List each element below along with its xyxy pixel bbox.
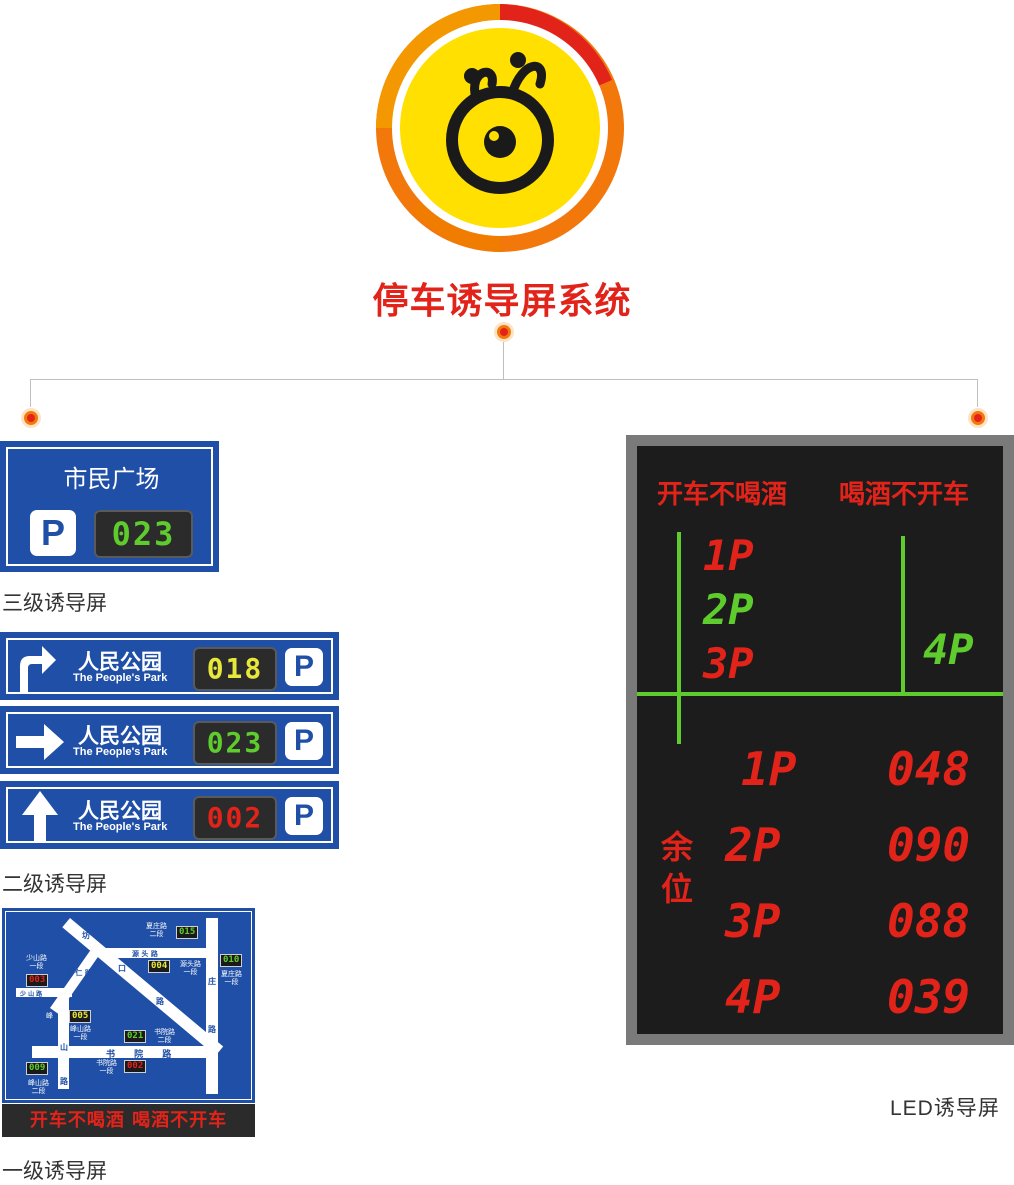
map-count: 002 bbox=[124, 1060, 147, 1073]
level2-sign: 人民公园 The People's Park 002 P bbox=[0, 781, 339, 849]
road-name: 书 院 路 bbox=[106, 1050, 180, 1060]
led-slogan-left: 开车不喝酒 bbox=[657, 480, 788, 510]
level3-count: 023 bbox=[94, 510, 193, 558]
map-count: 004 bbox=[148, 960, 171, 973]
led-row-count: 048 bbox=[887, 742, 971, 796]
parking-p-icon: P bbox=[285, 648, 323, 686]
led-row-floor: 2P bbox=[725, 818, 781, 872]
map-label: 夏庄路 一段 bbox=[221, 970, 242, 986]
led-remaining-label: 余 位 bbox=[661, 828, 694, 908]
level1-banner: 开车不喝酒 喝酒不开车 bbox=[2, 1104, 255, 1137]
park-name-en: The People's Park bbox=[73, 746, 168, 758]
level3-caption: 三级诱导屏 bbox=[2, 592, 107, 615]
level3-place-name: 市民广场 bbox=[63, 465, 160, 493]
led-row-count: 088 bbox=[887, 894, 971, 948]
level2-count: 023 bbox=[193, 721, 277, 765]
parking-p-icon: P bbox=[285, 797, 323, 835]
tree-node-left bbox=[21, 408, 41, 428]
level2-count: 018 bbox=[193, 647, 277, 691]
park-name-en: The People's Park bbox=[73, 672, 168, 684]
level3-sign: 市民广场 P 023 bbox=[0, 441, 219, 572]
floor-digit: 3P bbox=[703, 639, 754, 688]
road-char: 夏 bbox=[207, 923, 215, 932]
road-char: 庄 bbox=[208, 977, 216, 986]
road-char: 东 仁 路 bbox=[66, 969, 92, 977]
map-count: 015 bbox=[176, 926, 199, 939]
park-name-cn: 人民公园 bbox=[78, 799, 162, 823]
map-count: 010 bbox=[220, 954, 243, 967]
road-char: 峰 bbox=[46, 1012, 53, 1020]
map-label: 夏庄路 二段 bbox=[146, 922, 167, 938]
map-count: 003 bbox=[26, 974, 49, 987]
road-name: 源 头 路 bbox=[132, 950, 158, 958]
map-label: 书院路 一段 bbox=[96, 1059, 117, 1075]
map-count: 021 bbox=[124, 1030, 147, 1043]
led-row-floor: 3P bbox=[725, 894, 781, 948]
map-count: 005 bbox=[69, 1010, 92, 1023]
park-name-en: The People's Park bbox=[73, 821, 168, 833]
road-char: 路 bbox=[156, 997, 164, 1006]
connector-line bbox=[977, 379, 978, 407]
led-floor-tag: 2P bbox=[703, 586, 754, 634]
map-label: 峰山路 一段 bbox=[70, 1025, 91, 1041]
led-floor-tag: 3P bbox=[703, 640, 754, 688]
led-caption: LED诱导屏 bbox=[890, 1097, 1000, 1120]
level2-caption: 二级诱导屏 bbox=[2, 873, 107, 896]
page-title: 停车诱导屏系统 bbox=[372, 281, 632, 322]
park-name-cn: 人民公园 bbox=[78, 724, 162, 748]
road-char: 坊 bbox=[82, 931, 90, 940]
floor-digit: 2P bbox=[703, 585, 754, 634]
tree-node-top bbox=[494, 322, 514, 342]
up-arrow-icon bbox=[22, 791, 58, 843]
led-floor-tag: 1P bbox=[703, 532, 754, 580]
led-slogan-right: 喝酒不开车 bbox=[839, 480, 970, 510]
led-row-count: 090 bbox=[887, 818, 971, 872]
map-count: 009 bbox=[26, 1062, 49, 1075]
map-label: 书院路 二段 bbox=[154, 1028, 175, 1044]
road-char: 山 bbox=[60, 1043, 68, 1052]
tree-node-right bbox=[968, 408, 988, 428]
led-row-count: 039 bbox=[887, 970, 971, 1024]
level2-sign: 人民公园 The People's Park 023 P bbox=[0, 706, 339, 774]
parking-p-icon: P bbox=[30, 510, 76, 556]
connector-line bbox=[30, 379, 31, 407]
turn-right-arrow-icon bbox=[20, 646, 56, 692]
road-char: 路 bbox=[208, 1025, 216, 1034]
map-label: 源头路 一段 bbox=[180, 960, 201, 976]
parking-p-icon: P bbox=[285, 722, 323, 760]
road-char: 路 bbox=[60, 1077, 68, 1086]
road-char: 口 bbox=[118, 964, 126, 973]
connector-line bbox=[503, 342, 504, 380]
road-name: 少 山 路 bbox=[20, 991, 43, 998]
map-label: 峰山路 二段 bbox=[28, 1079, 49, 1095]
led-floor-4-tag: 4P bbox=[923, 625, 974, 674]
map-label: 少山路 一段 bbox=[26, 954, 47, 970]
snail-logo-icon bbox=[376, 4, 624, 252]
connector-line bbox=[30, 379, 978, 380]
level2-sign: 人民公园 The People's Park 018 P bbox=[0, 632, 339, 700]
led-row-floor: 4P bbox=[725, 970, 781, 1024]
park-name-cn: 人民公园 bbox=[78, 650, 162, 674]
led-guide-board: 开车不喝酒 喝酒不开车 1P 2P 3P 4P 余 位 1P 048 2P 09… bbox=[626, 435, 1014, 1045]
level1-road-map: 坊 口 路 夏 庄 路 峰 山 路 东 仁 路 书 院 路 源 头 路 少 山 … bbox=[2, 908, 255, 1103]
right-arrow-icon bbox=[16, 724, 64, 760]
led-row-floor: 1P bbox=[741, 742, 797, 796]
level1-caption: 一级诱导屏 bbox=[2, 1160, 107, 1183]
level2-count: 002 bbox=[193, 796, 277, 840]
floor-digit: 1P bbox=[703, 531, 754, 580]
